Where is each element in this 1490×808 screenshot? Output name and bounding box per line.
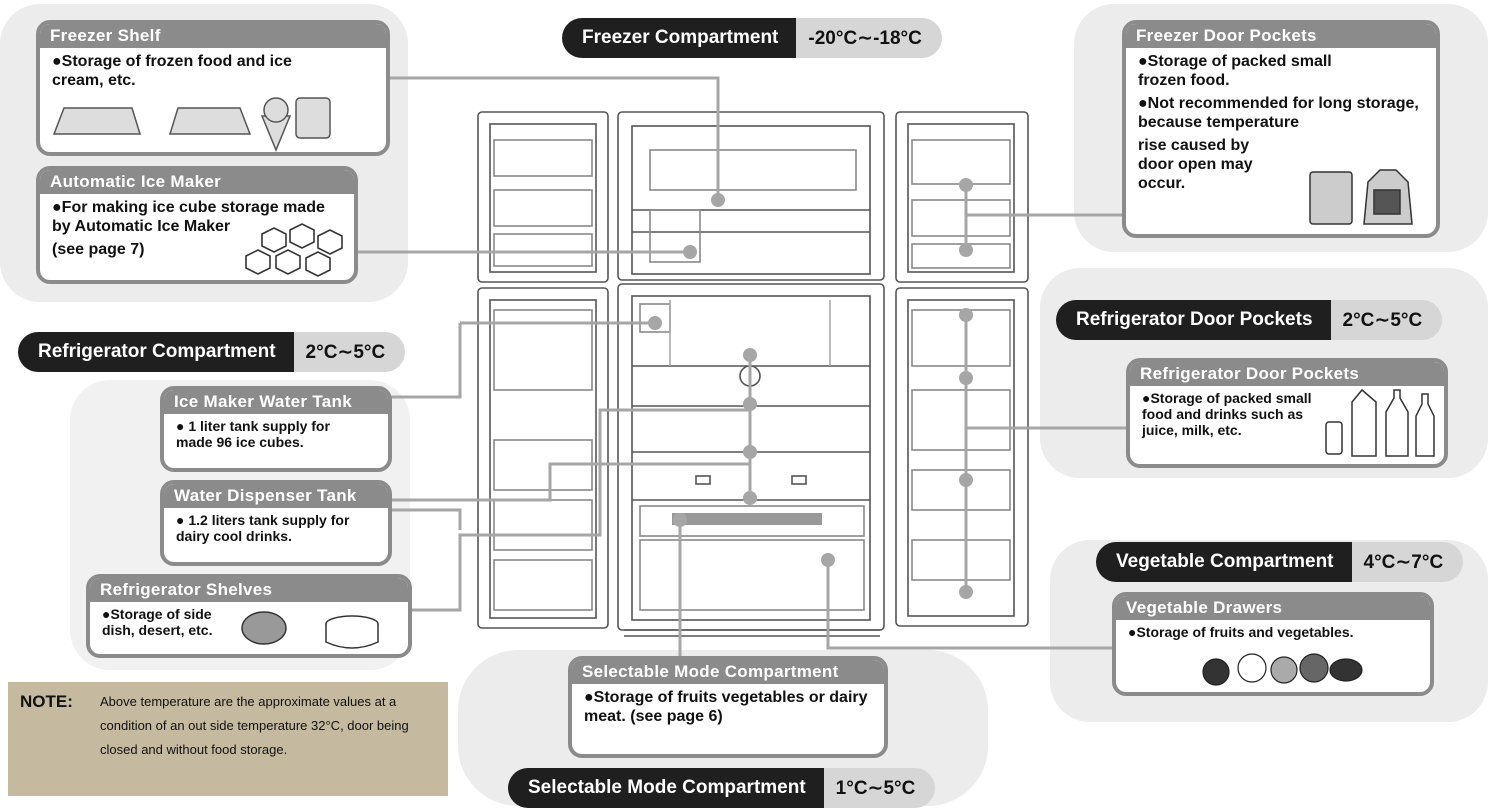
dispenser-tank-text: ● 1.2 liters tank supply for dairy cool … — [164, 508, 376, 548]
refrigerator-door-pockets-bar-label: Refrigerator Door Pockets — [1056, 300, 1331, 340]
ice-maker-title: Automatic Ice Maker — [40, 170, 354, 194]
fridge-door-pockets-title: Refrigerator Door Pockets — [1130, 362, 1444, 386]
selectable-mode-bar: Selectable Mode Compartment 1°C∼5°C — [508, 768, 935, 808]
note-panel: NOTE: Above temperature are the approxim… — [8, 682, 448, 796]
freezer-door-pockets-title: Freezer Door Pockets — [1126, 24, 1436, 48]
refrigerator-door-pockets-bar: Refrigerator Door Pockets 2°C∼5°C — [1056, 300, 1442, 340]
selectable-mode-callout: Selectable Mode Compartment ●Storage of … — [568, 656, 888, 758]
ice-maker-callout: Automatic Ice Maker ●For making ice cube… — [36, 166, 358, 284]
vegetable-drawers-title: Vegetable Drawers — [1116, 596, 1430, 620]
freezer-compartment-bar: Freezer Compartment -20°C∼-18°C — [562, 18, 942, 58]
freezer-shelf-text: ●Storage of frozen food and ice cream, e… — [40, 48, 322, 94]
dispenser-tank-callout: Water Dispenser Tank ● 1.2 liters tank s… — [160, 480, 392, 566]
selectable-mode-bar-label: Selectable Mode Compartment — [508, 768, 824, 808]
selectable-mode-text: ●Storage of fruits vegetables or dairy m… — [572, 684, 884, 730]
selectable-mode-title: Selectable Mode Compartment — [572, 660, 884, 684]
selectable-mode-bar-temp: 1°C∼5°C — [824, 768, 936, 808]
ice-maker-text: ●For making ice cube storage made by Aut… — [40, 194, 352, 240]
refrigerator-compartment-label: Refrigerator Compartment — [18, 332, 294, 372]
dispenser-tank-title: Water Dispenser Tank — [164, 484, 388, 508]
freezer-shelf-title: Freezer Shelf — [40, 24, 386, 48]
vegetable-drawers-callout: Vegetable Drawers ●Storage of fruits and… — [1112, 592, 1434, 696]
ice-maker-sub: (see page 7) — [40, 240, 354, 263]
vegetable-compartment-bar: Vegetable Compartment 4°C∼7°C — [1096, 542, 1463, 582]
refrigerator-compartment-temp: 2°C∼5°C — [294, 332, 406, 372]
fridge-shelves-callout: Refrigerator Shelves ●Storage of side di… — [86, 574, 412, 658]
freezer-door-pockets-text2: ●Not recommended for long storage, becau… — [1126, 94, 1436, 136]
fridge-door-pockets-callout: Refrigerator Door Pockets ●Storage of pa… — [1126, 358, 1448, 468]
note-text: Above temperature are the approximate va… — [100, 690, 430, 762]
water-tank-callout: Ice Maker Water Tank ● 1 liter tank supp… — [160, 386, 392, 472]
refrigerator-door-pockets-bar-temp: 2°C∼5°C — [1331, 300, 1443, 340]
note-label: NOTE: — [20, 690, 73, 714]
fridge-shelves-title: Refrigerator Shelves — [90, 578, 408, 602]
freezer-compartment-label: Freezer Compartment — [562, 18, 796, 58]
freezer-shelf-callout: Freezer Shelf ●Storage of frozen food an… — [36, 20, 390, 156]
freezer-door-pockets-text3: rise caused by door open may occur. — [1126, 136, 1288, 197]
freezer-door-pockets-text1: ●Storage of packed small frozen food. — [1126, 48, 1378, 94]
vegetable-compartment-temp: 4°C∼7°C — [1352, 542, 1464, 582]
water-tank-title: Ice Maker Water Tank — [164, 390, 388, 414]
vegetable-drawers-text: ●Storage of fruits and vegetables. — [1116, 620, 1430, 644]
fridge-door-pockets-text: ●Storage of packed small food and drinks… — [1130, 386, 1332, 442]
refrigerator-compartment-bar: Refrigerator Compartment 2°C∼5°C — [18, 332, 405, 372]
freezer-compartment-temp: -20°C∼-18°C — [796, 18, 941, 58]
water-tank-text: ● 1 liter tank supply for made 96 ice cu… — [164, 414, 376, 454]
freezer-door-pockets-callout: Freezer Door Pockets ●Storage of packed … — [1122, 20, 1440, 238]
vegetable-compartment-label: Vegetable Compartment — [1096, 542, 1352, 582]
fridge-shelves-text: ●Storage of side dish, desert, etc. — [90, 602, 252, 642]
